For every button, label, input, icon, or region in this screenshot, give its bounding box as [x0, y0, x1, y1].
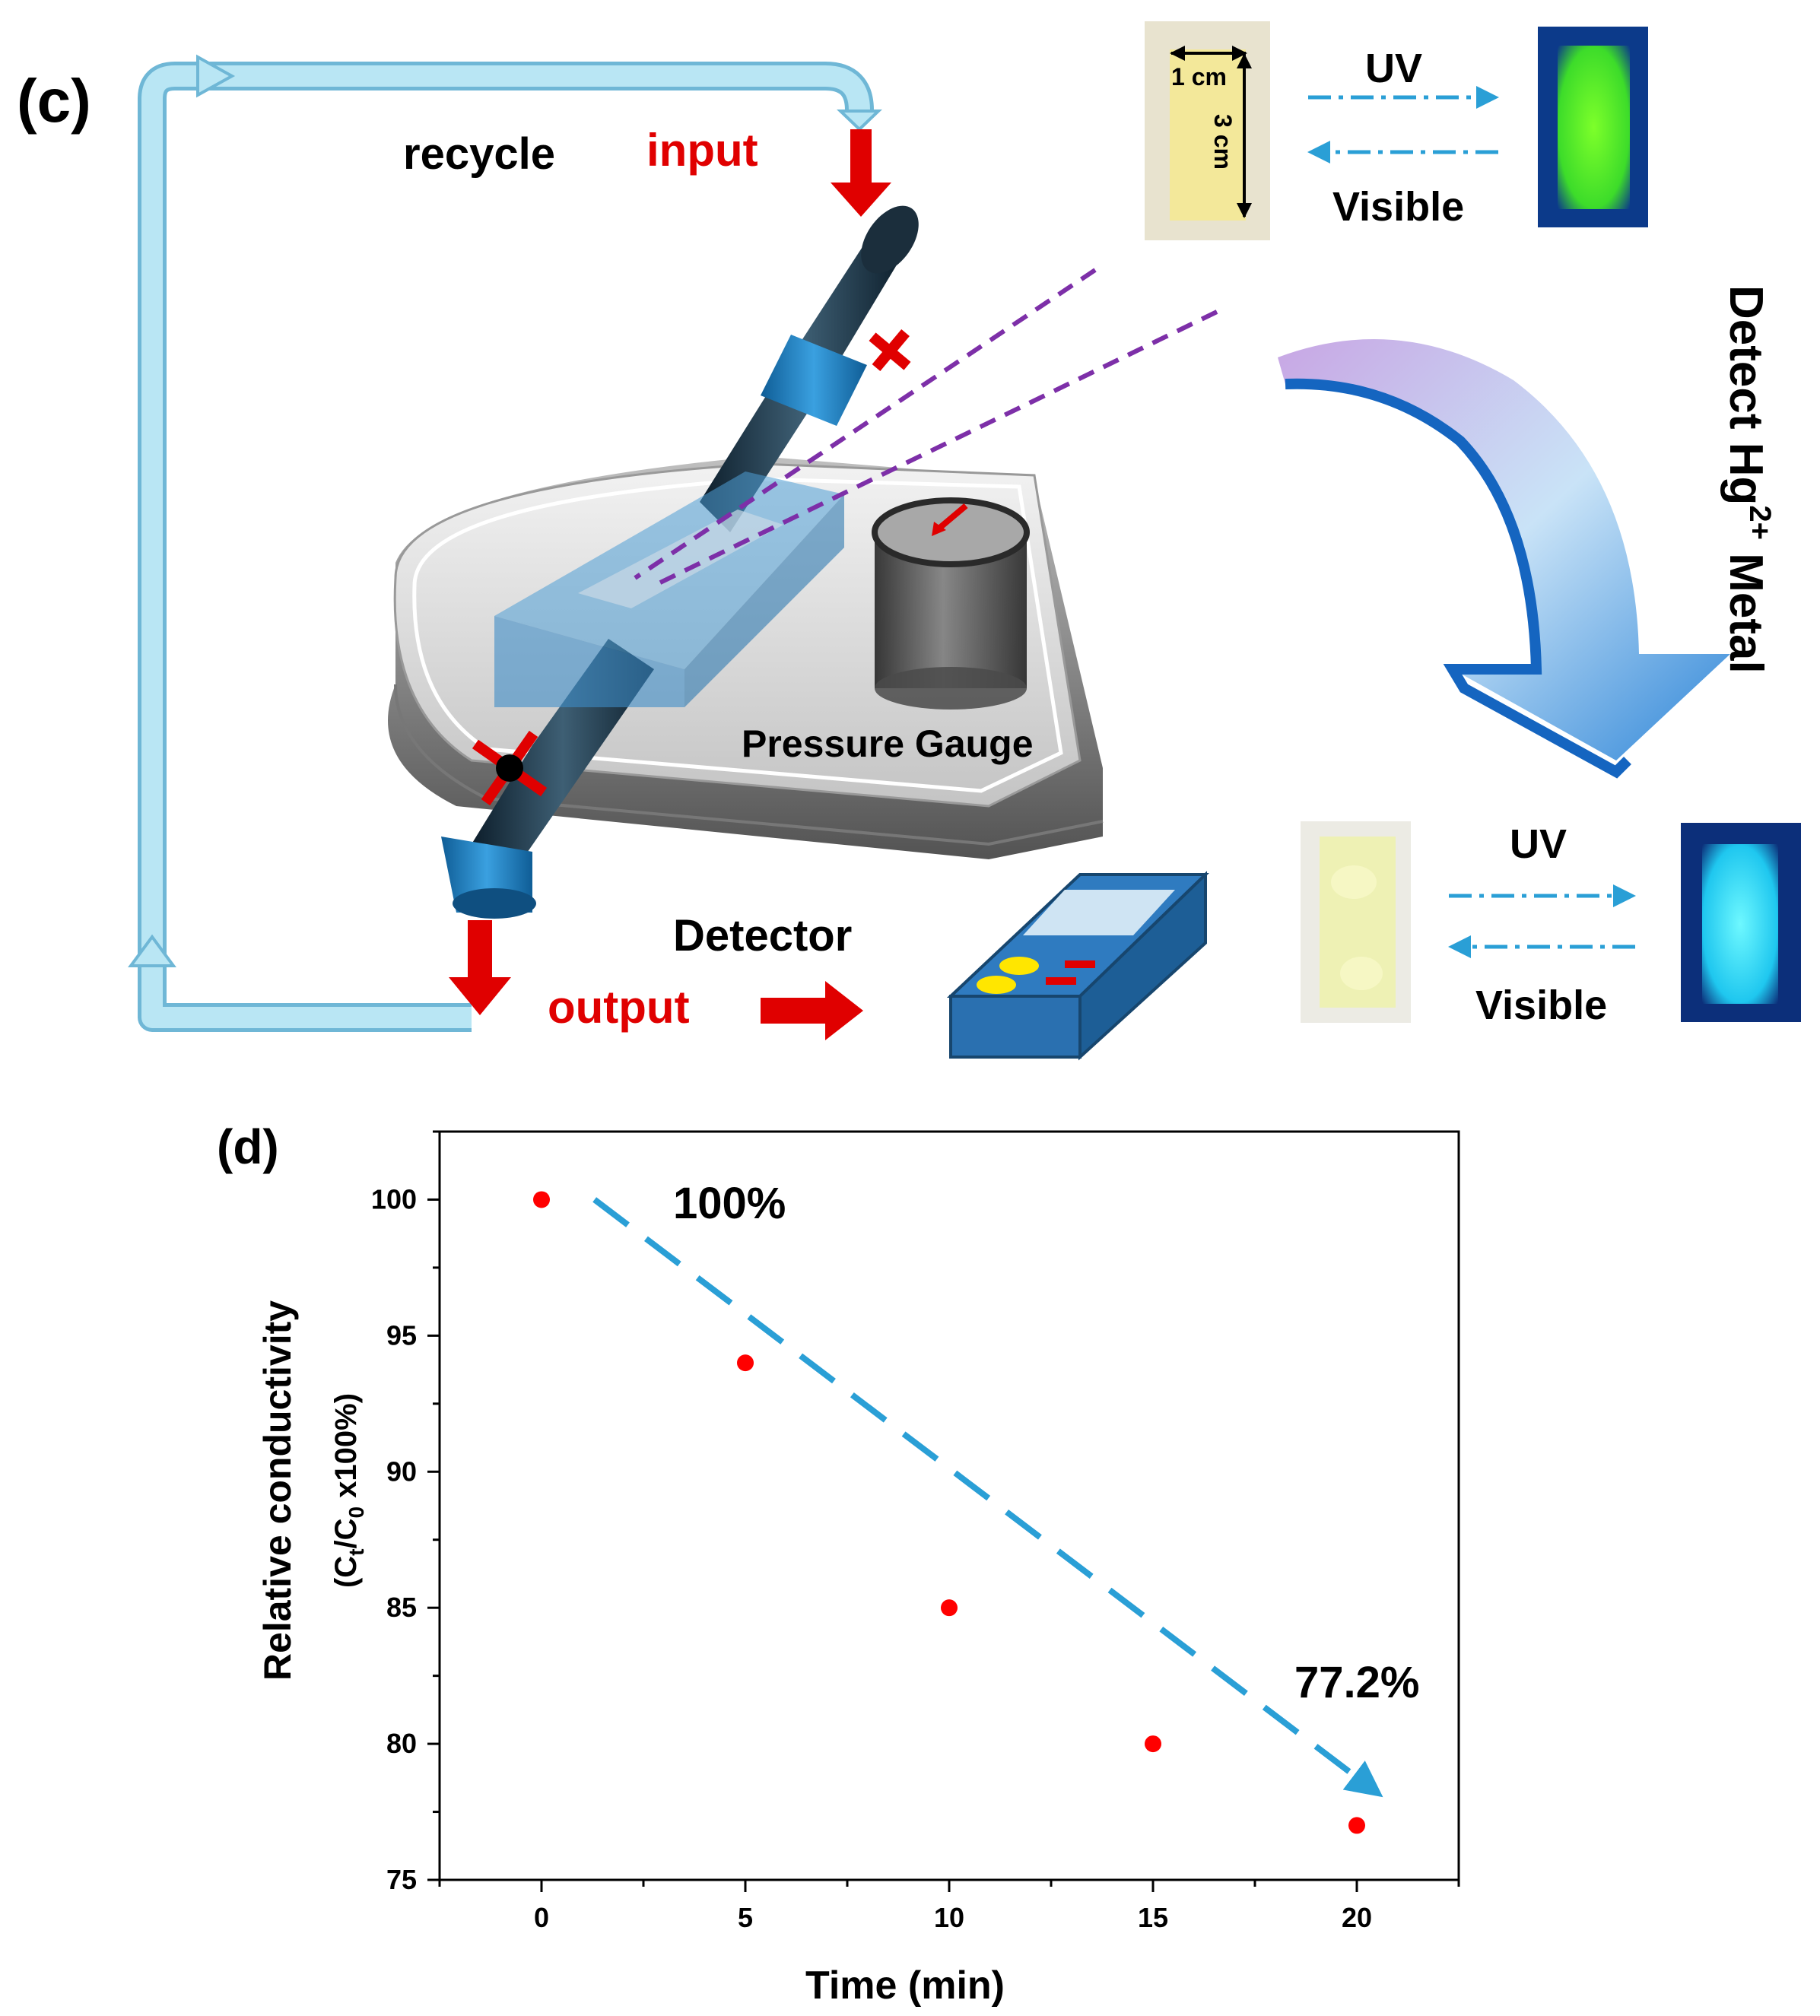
y-tick-label: 90: [386, 1456, 417, 1487]
y-tick-label: 80: [386, 1728, 417, 1759]
data-point: [1348, 1817, 1365, 1834]
recycle-arrow-input-icon: [837, 110, 882, 132]
inlet-valve-icon: [869, 329, 911, 371]
detector-button-2: [977, 976, 1016, 994]
x-axis: 0 5 10 15 20: [438, 1880, 1460, 1933]
bottom-visible-label: Visible: [1475, 983, 1607, 1028]
recycle-arrow-top-icon: [196, 54, 236, 98]
panel-d-label: (d): [217, 1119, 279, 1174]
data-point: [941, 1599, 958, 1617]
output-arrow-icon: [449, 920, 511, 1015]
y-tick-label: 75: [386, 1864, 417, 1895]
annotation-100: 100%: [673, 1179, 786, 1228]
gauge-needle-icon: [935, 503, 968, 533]
panel-c-label: (c): [17, 67, 91, 135]
y-tick-label: 100: [371, 1183, 417, 1214]
x-tick-label: 5: [738, 1902, 753, 1933]
inlet-pipe: [700, 205, 919, 532]
recycle-loop: [128, 54, 882, 1032]
width-label: 1 cm: [1171, 63, 1227, 90]
x-axis-title: Time (min): [805, 1964, 1005, 2008]
detector-button-1: [999, 957, 1039, 975]
bottom-strip-pair: UV Visible: [1301, 821, 1801, 1028]
curved-arrow-icon: [1278, 339, 1730, 779]
top-uv-label: UV: [1365, 46, 1422, 91]
flow-chamber: [494, 471, 844, 707]
x-tick-label: 20: [1342, 1902, 1372, 1933]
top-visible-label: Visible: [1332, 184, 1464, 230]
to-detector-arrow-icon: [761, 981, 863, 1040]
x-tick-label: 10: [934, 1902, 964, 1933]
y-axis-title-line1: Relative conductivity: [256, 1300, 299, 1681]
input-arrow-icon: [831, 129, 891, 217]
y-axis-title-line2: (Ct/C0 x100%): [329, 1393, 368, 1588]
data-point: [533, 1191, 550, 1208]
detector-label: Detector: [673, 911, 852, 960]
output-label: output: [548, 982, 690, 1033]
panel-c: (c) recycle input: [17, 21, 1801, 1061]
recycle-label: recycle: [403, 129, 555, 179]
panel-d: (d) 0 5 10 15 20 75 80 85 90 95 100 100% 77.2% Ti…: [217, 1119, 1460, 2008]
data-points: [533, 1191, 1365, 1834]
recycle-arrow-left-icon: [128, 934, 176, 967]
detect-metal-label: Detect Hg2+ Metal: [1720, 285, 1777, 674]
detector-device: [946, 871, 1209, 1061]
height-label: 3 cm: [1209, 114, 1237, 170]
pressure-gauge-label: Pressure Gauge: [742, 722, 1034, 765]
conductivity-chart: 0 5 10 15 20 75 80 85 90 95 100 100% 77.2% Time (…: [256, 1130, 1460, 2008]
y-tick-label: 95: [386, 1319, 417, 1351]
laser-beams: [634, 268, 1218, 588]
y-tick-label: 85: [386, 1592, 417, 1623]
y-axis: 75 80 85 90 95 100: [371, 1130, 440, 1895]
input-label: input: [646, 125, 758, 176]
data-point: [1145, 1735, 1161, 1753]
data-point: [737, 1354, 754, 1372]
annotation-77: 77.2%: [1294, 1658, 1419, 1707]
detector-screen: [1023, 890, 1175, 935]
bottom-uv-label: UV: [1510, 821, 1567, 867]
plot-frame: [438, 1130, 1460, 1881]
x-tick-label: 0: [534, 1902, 549, 1933]
x-tick-label: 15: [1138, 1902, 1168, 1933]
trend-arrow: [592, 1197, 1383, 1798]
top-strip-pair: 1 cm 3 cm UV Visible: [1145, 21, 1648, 240]
pressure-gauge: [872, 497, 1030, 710]
outlet-valve-icon: [472, 730, 548, 806]
